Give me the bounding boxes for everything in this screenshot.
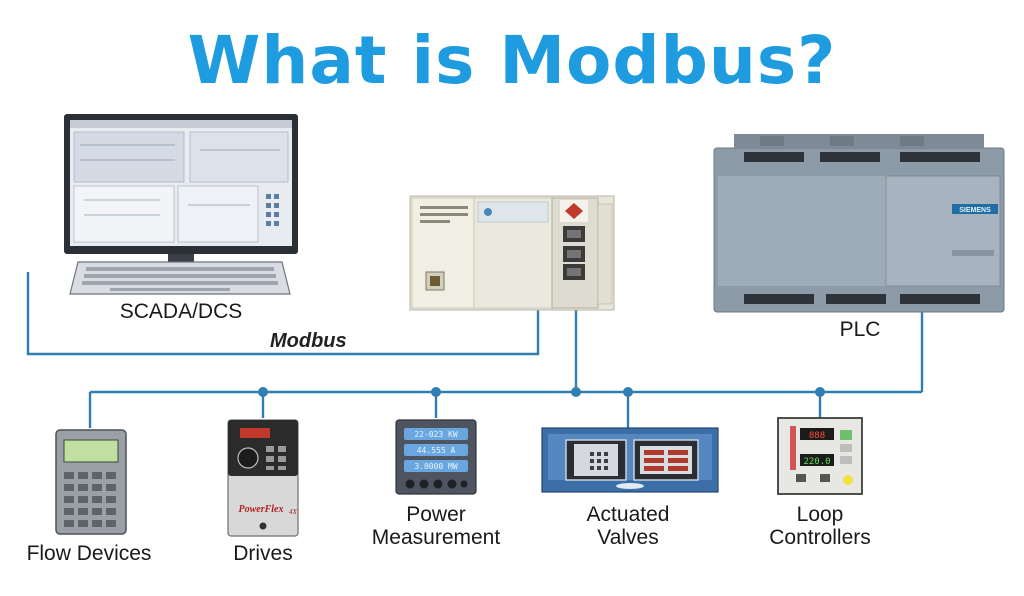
power-measurement-label: Power Measurement [346,503,526,549]
flow-devices-label: Flow Devices [26,542,152,565]
power-label-line1: Power [406,503,466,526]
plc-label: PLC [839,318,881,341]
actuated-valves-label: Actuated Valves [548,503,708,549]
bus-node [258,387,268,397]
bus-node [623,387,633,397]
power-label-line2: Measurement [371,526,501,549]
flow-device-icon [55,429,127,535]
loop-display-top: 888 [809,431,825,441]
modbus-label: Modbus [270,330,347,352]
loop-controllers-label: Loop Controllers [740,503,900,549]
bus-node [431,387,441,397]
power-readout: 44.555 A [417,446,456,455]
loop-label-line1: Loop [796,503,844,526]
page-title: What is Modbus? [187,22,837,99]
scada-workstation-icon [64,114,298,295]
valves-label-line2: Valves [597,526,659,549]
controller-chassis-icon [409,195,615,311]
drive-model-text: 4X [289,508,298,516]
drive-icon: PowerFlex 4X [227,419,299,537]
bus-node [571,387,581,397]
bus-node [815,387,825,397]
drive-brand-text: PowerFlex [239,504,284,515]
power-readout: 22-023 KW [414,430,458,439]
scada-label: SCADA/DCS [119,300,243,323]
loop-label-line2: Controllers [769,526,871,549]
plc-brand-text: SIEMENS [959,207,991,214]
drives-label: Drives [233,542,293,565]
power-meter-icon: 22-023 KW 44.555 A 3.0000 MW [395,419,477,495]
bus-nodes [258,387,825,397]
loop-display-bottom: 220.0 [803,457,830,467]
power-readout: 3.0000 MW [414,462,458,471]
loop-controller-icon: 888 220.0 [777,417,863,495]
plc-icon: SIEMENS [713,134,1005,313]
valves-label-line1: Actuated [586,503,670,526]
actuated-valves-icon [541,427,719,493]
